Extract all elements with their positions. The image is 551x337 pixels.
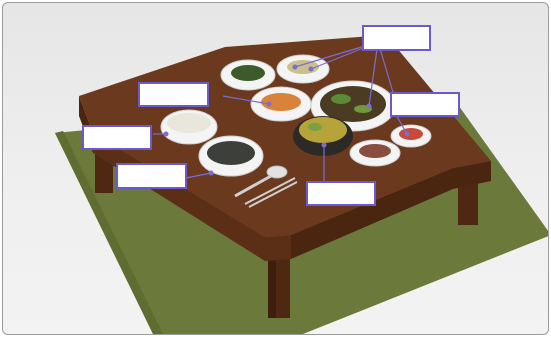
chopstick-second [248, 181, 298, 208]
table-right-edge [291, 161, 491, 259]
table-illustration [55, 35, 548, 334]
label-soup[interactable] [116, 163, 187, 189]
spoon-handle [234, 174, 272, 198]
label-side-dishes-right[interactable] [390, 92, 460, 117]
label-side-dishes-top[interactable] [362, 25, 431, 51]
label-rice[interactable] [82, 125, 152, 150]
chopsticks [244, 177, 296, 205]
label-side-dish-left[interactable] [138, 82, 209, 107]
table-leg-right [458, 183, 478, 225]
mat-shade [55, 131, 163, 334]
spoon [266, 165, 288, 179]
label-stew[interactable] [306, 181, 376, 206]
table-leg-front-shade [268, 248, 276, 318]
leader-dots [163, 64, 410, 176]
